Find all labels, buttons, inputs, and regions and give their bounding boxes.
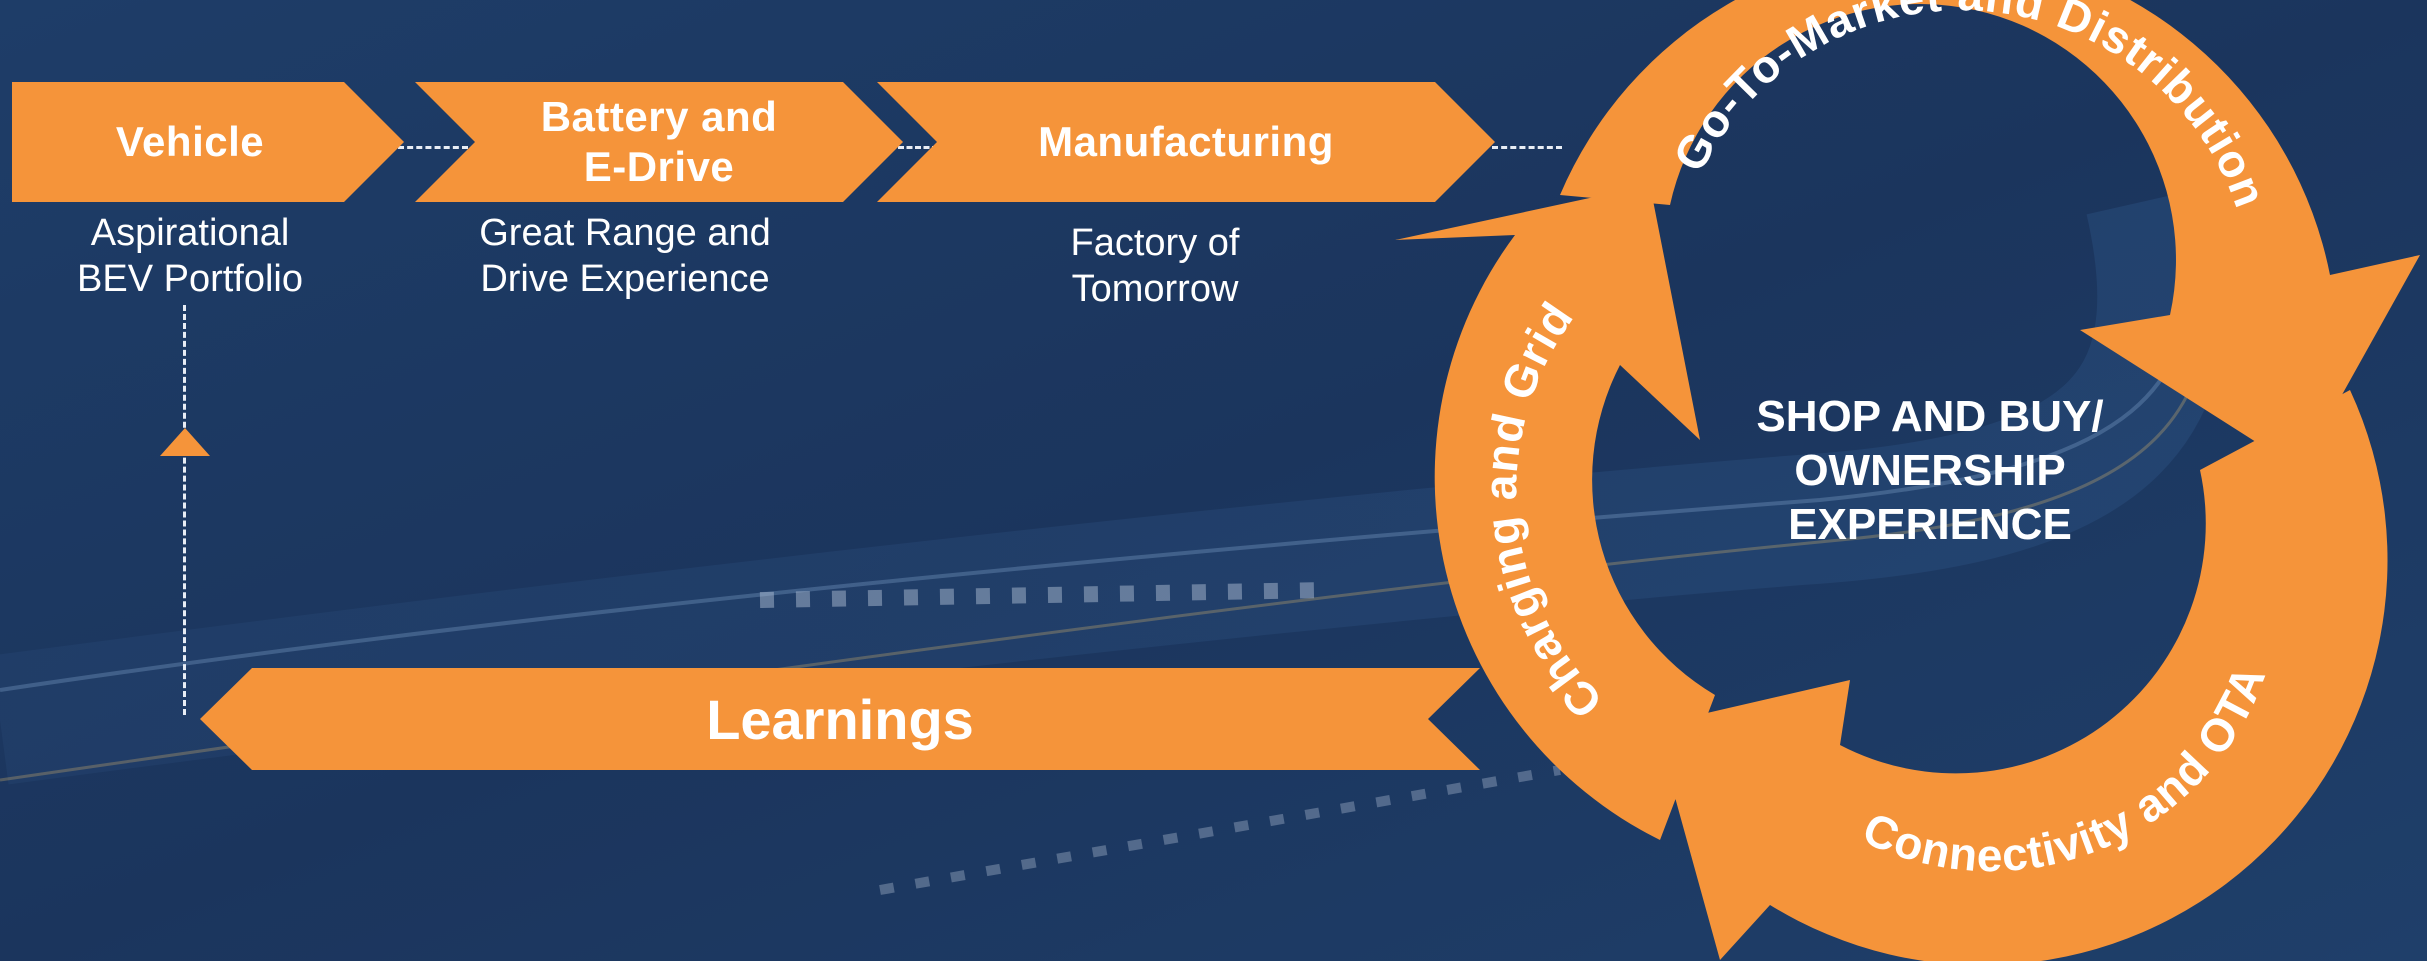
connector-3 <box>1492 146 1562 149</box>
learnings-connector <box>183 305 186 715</box>
chevron-battery: Battery and E-Drive <box>415 82 903 202</box>
connector-1 <box>398 146 468 149</box>
battery-sub: Great Range and Drive Experience <box>479 212 771 300</box>
connector-2 <box>898 146 938 149</box>
learnings-arrow <box>200 668 1480 770</box>
chevron-label: Battery and E-Drive <box>540 93 778 190</box>
vehicle-sub: Aspirational BEV Portfolio <box>77 212 303 300</box>
manufacturing-sub: Factory of Tomorrow <box>1070 222 1240 310</box>
chevron-label: Vehicle <box>115 118 265 165</box>
cycle-center-label: SHOP AND BUY/ OWNERSHIP EXPERIENCE <box>1756 392 2104 549</box>
chevron-manufacturing: Manufacturing <box>877 82 1495 202</box>
chevron-label: Manufacturing <box>1038 118 1334 165</box>
ownership-cycle: Go-To-Market and Distribution Connectivi… <box>1395 0 2420 961</box>
up-arrow-icon <box>160 428 210 456</box>
chevron-vehicle: Vehicle <box>12 82 404 202</box>
learnings-label: Learnings <box>706 687 974 751</box>
